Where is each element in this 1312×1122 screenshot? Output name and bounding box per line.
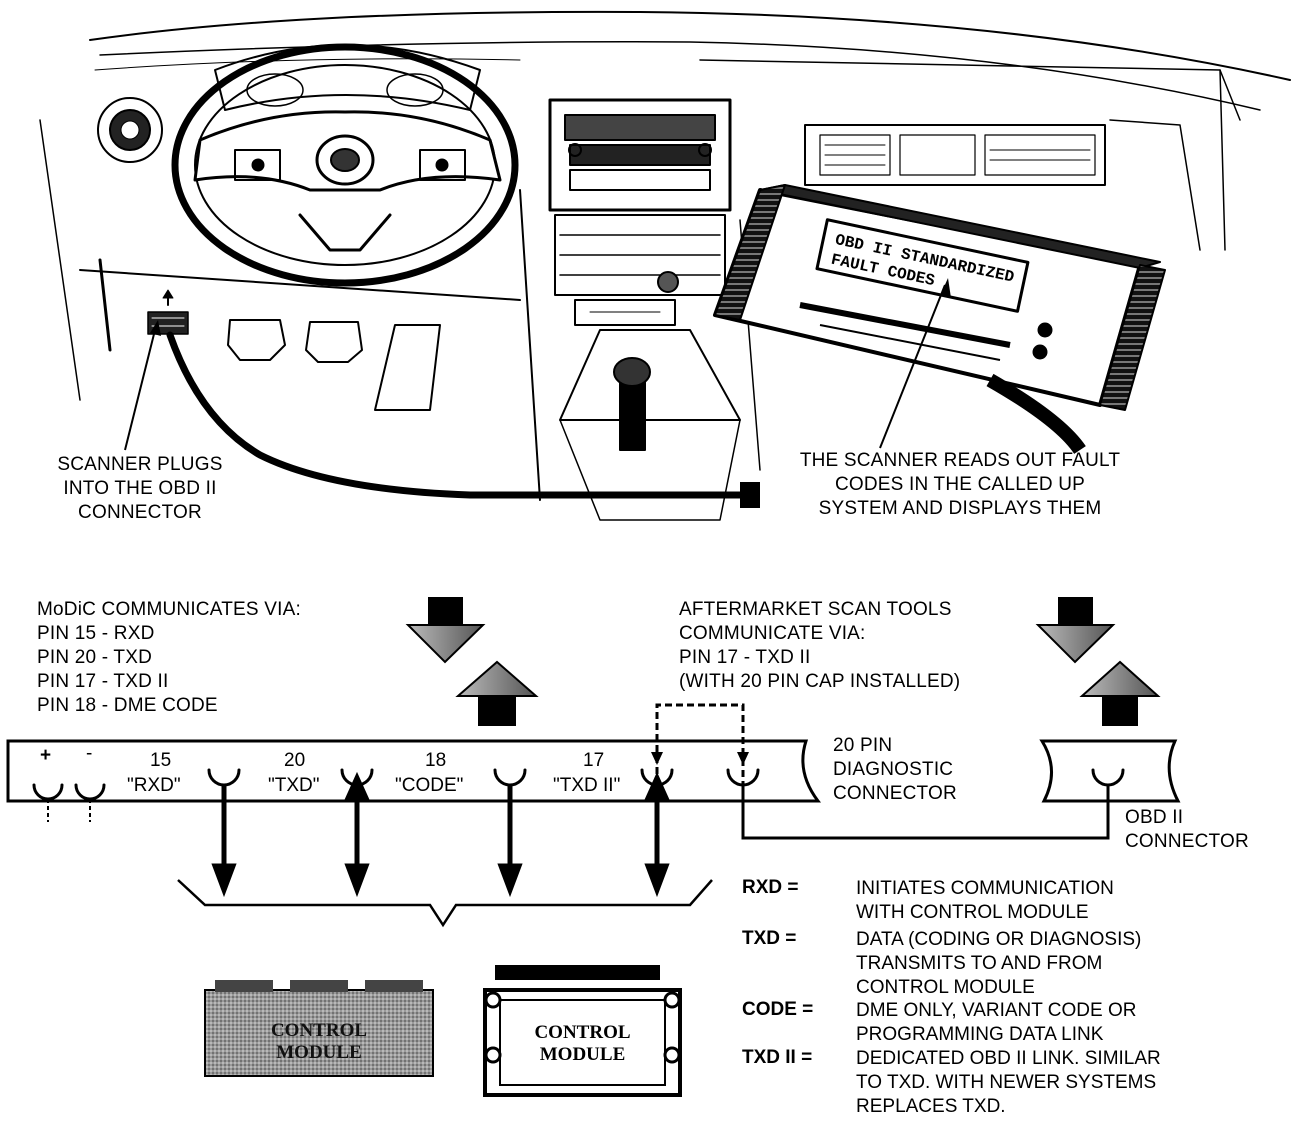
control-module-1-shape (204, 980, 434, 1077)
legend-def-code: DME ONLY, VARIANT CODE OR PROGRAMMING DA… (856, 999, 1136, 1047)
aftermarket-block: AFTERMARKET SCAN TOOLS COMMUNICATE VIA: … (679, 598, 960, 694)
legend-def-code-line-1: DME ONLY, VARIANT CODE OR (856, 1000, 1137, 1021)
power-pin-stubs (47, 799, 91, 822)
legend-def-txdii-line-1: DEDICATED OBD II LINK. SIMILAR (856, 1048, 1161, 1069)
legend-key-txd: TXD = (742, 928, 797, 949)
legend-def-rxd-line-2: WITH CONTROL MODULE (856, 902, 1089, 923)
modic-block: MoDiC COMMUNICATES VIA: PIN 15 - RXD PIN… (37, 598, 301, 718)
obd-connector-body (1039, 739, 1181, 803)
pin-20-name: "TXD" (268, 775, 320, 796)
pin-sockets (32, 768, 1125, 801)
scanner-cable (166, 331, 744, 499)
pin-17-number: 17 (583, 750, 605, 771)
pin-minus-label: - (86, 743, 93, 764)
pin-15-number: 15 (150, 750, 172, 771)
arrow-down-aftermarket (1035, 597, 1116, 664)
legend-def-txd: DATA (CODING OR DIAGNOSIS) TRANSMITS TO … (856, 928, 1141, 1000)
legend-def-code-line-2: PROGRAMMING DATA LINK (856, 1024, 1104, 1045)
aftermarket-line-4: (WITH 20 PIN CAP INSTALLED) (679, 671, 961, 692)
signal-arrows (211, 771, 670, 898)
pin-18-number: 18 (425, 750, 447, 771)
car-interior-illustration (39, 10, 1291, 521)
callout-line-connector (124, 329, 156, 451)
connector-20pin-label-line-1: 20 PIN (833, 735, 893, 756)
legend-def-txd-line-3: CONTROL MODULE (856, 977, 1035, 998)
control-module-1-label-line-2: MODULE (276, 1042, 362, 1063)
legend-def-txdii-line-2: TO TXD. WITH NEWER SYSTEMS (856, 1072, 1157, 1093)
arrow-up-modic (455, 660, 539, 726)
modic-line-3: PIN 20 - TXD (37, 647, 153, 668)
callout-scanner-plugs: SCANNER PLUGS INTO THE OBD II CONNECTOR (30, 453, 250, 525)
pin-17-name: "TXD II" (553, 775, 621, 796)
legend-def-txd-line-1: DATA (CODING OR DIAGNOSIS) (856, 929, 1142, 950)
scanner-device (713, 184, 1166, 455)
legend-def-txdii-line-3: REPLACES TXD. (856, 1096, 1006, 1117)
connector-20pin-body (6, 739, 822, 803)
legend-def-txd-line-2: TRANSMITS TO AND FROM (856, 953, 1103, 974)
modic-line-5: PIN 18 - DME CODE (37, 695, 218, 716)
legend-def-txdii: DEDICATED OBD II LINK. SIMILAR TO TXD. W… (856, 1047, 1161, 1119)
bus-bracket (177, 879, 713, 928)
callout-scanner-plugs-line-3: CONNECTOR (78, 502, 202, 523)
aftermarket-line-2: COMMUNICATE VIA: (679, 623, 866, 644)
legend-key-code: CODE = (742, 999, 814, 1020)
control-module-2-label-line-1: CONTROL (534, 1022, 631, 1043)
arrow-up-aftermarket (1079, 660, 1161, 726)
control-module-2-label-line-2: MODULE (539, 1044, 626, 1065)
callout-scanner-reads-line-3: SYSTEM AND DISPLAYS THEM (818, 498, 1102, 519)
legend-key-txdii: TXD II = (742, 1047, 813, 1068)
obd-connector-label-line-2: CONNECTOR (1125, 831, 1249, 852)
legend-def-rxd: INITIATES COMMUNICATION WITH CONTROL MOD… (856, 877, 1114, 925)
obd-connector-label: OBD II CONNECTOR (1125, 806, 1249, 854)
pin-15-name: "RXD" (127, 775, 181, 796)
control-module-1-label-line-1: CONTROL (270, 1020, 368, 1041)
legend-key-rxd: RXD = (742, 877, 799, 898)
connector-20pin-label: 20 PIN DIAGNOSTIC CONNECTOR (833, 734, 957, 806)
connector-20pin-label-line-2: DIAGNOSTIC (833, 759, 954, 780)
aftermarket-line-1: AFTERMARKET SCAN TOOLS (679, 599, 952, 620)
control-module-1-label: CONTROL MODULE (205, 1020, 433, 1064)
legend-def-rxd-line-1: INITIATES COMMUNICATION (856, 878, 1114, 899)
obd-connector-label-line-1: OBD II (1125, 807, 1184, 828)
callout-scanner-reads: THE SCANNER READS OUT FAULT CODES IN THE… (745, 449, 1175, 521)
modic-line-4: PIN 17 - TXD II (37, 671, 169, 692)
jumper-wire (655, 703, 1110, 840)
pin-20-number: 20 (284, 750, 306, 771)
callout-line-scanner (879, 284, 946, 449)
callout-scanner-reads-line-2: CODES IN THE CALLED UP (834, 474, 1086, 495)
callout-scanner-plugs-line-2: INTO THE OBD II (63, 478, 217, 499)
aftermarket-line-3: PIN 17 - TXD II (679, 647, 811, 668)
callout-scanner-reads-line-1: THE SCANNER READS OUT FAULT (799, 450, 1121, 471)
control-module-2-shape (483, 965, 682, 1097)
pin-18-name: "CODE" (395, 775, 464, 796)
callout-scanner-plugs-line-1: SCANNER PLUGS (57, 454, 223, 475)
pin-plus-label: + (40, 745, 52, 766)
modic-line-1: MoDiC COMMUNICATES VIA: (37, 599, 301, 620)
modic-line-2: PIN 15 - RXD (37, 623, 155, 644)
connector-20pin-label-line-3: CONNECTOR (833, 783, 957, 804)
control-module-2-label: CONTROL MODULE (500, 1022, 665, 1066)
arrow-down-modic (405, 597, 486, 664)
